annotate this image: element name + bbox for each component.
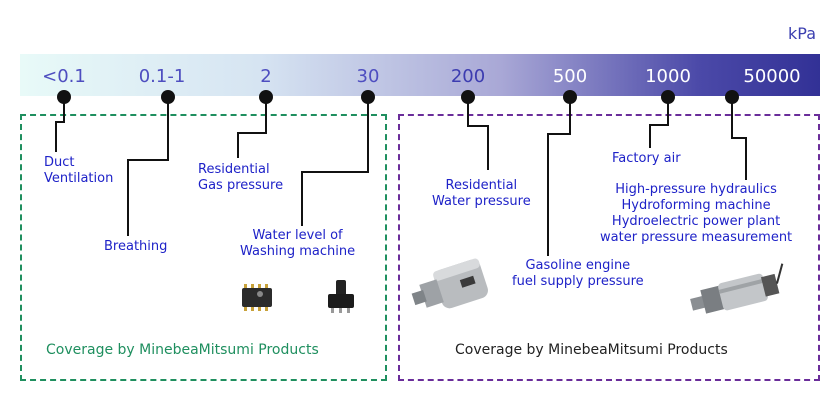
marker-dot	[57, 90, 71, 104]
scale-tick-2: 2	[260, 66, 272, 87]
scale-tick-50000: 50000	[743, 66, 801, 87]
marker-dot	[661, 90, 675, 104]
label-residential-gas: Residential Gas pressure	[198, 162, 284, 193]
scale-tick-500: 500	[552, 66, 588, 87]
label-duct-ventilation: Duct Ventilation	[44, 155, 114, 186]
label-breathing: Breathing	[104, 239, 168, 254]
marker-dot	[461, 90, 475, 104]
marker-dot	[259, 90, 273, 104]
scale-tick-30: 30	[356, 66, 380, 87]
water-sensor-image	[411, 258, 488, 309]
marker-dot	[361, 90, 375, 104]
coverage-box-right	[398, 114, 820, 381]
marker-dot	[161, 90, 175, 104]
label-washing-machine: Water level of Washing machine	[240, 228, 356, 259]
label-factory-air: Factory air	[612, 151, 681, 166]
coverage-caption-right: Coverage by MinebeaMitsumi Products	[455, 342, 728, 358]
scale-tick-200: 200	[450, 66, 486, 87]
coverage-caption-left: Coverage by MinebeaMitsumi Products	[46, 342, 319, 358]
sensor-chip-image	[242, 284, 272, 311]
label-gasoline-engine: Gasoline engine fuel supply pressure	[512, 258, 644, 289]
label-residential-water: Residential Water pressure	[432, 178, 531, 209]
label-high-pressure: High-pressure hydraulics Hydroforming ma…	[600, 182, 793, 245]
marker-dot	[725, 90, 739, 104]
scale-tick-lt0-1: <0.1	[42, 66, 86, 87]
sensor-port-image	[328, 280, 354, 313]
pressure-scale-bar	[20, 54, 820, 96]
coverage-box-left	[20, 114, 387, 381]
scale-tick-0-1-1: 0.1-1	[138, 66, 186, 87]
high-pressure-sensor-image	[690, 263, 784, 314]
unit-label: kPa	[788, 24, 816, 43]
scale-tick-1000: 1000	[645, 66, 691, 87]
marker-dot	[563, 90, 577, 104]
